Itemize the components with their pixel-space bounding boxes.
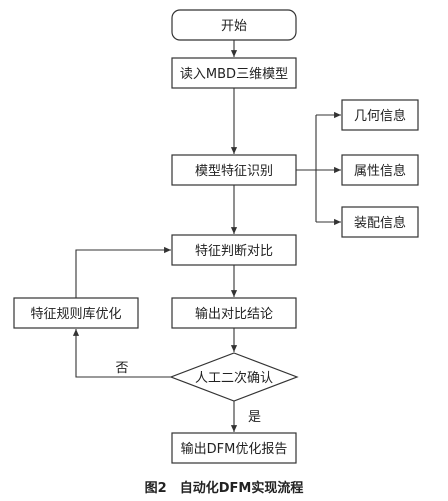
output-report-label: 输出DFM优化报告	[181, 441, 288, 457]
read-mbd-node	[171, 57, 297, 89]
attribute-info-label: 属性信息	[354, 163, 406, 179]
geometry-info-node	[341, 99, 419, 131]
rule-optimize-label: 特征规则库优化	[30, 306, 121, 322]
output-report-node	[171, 432, 297, 464]
attribute-info-node	[341, 154, 419, 186]
figure-caption: 图2 自动化DFM实现流程	[145, 480, 304, 496]
feature-compare-label: 特征判断对比	[195, 244, 273, 259]
feature-recognition-node	[171, 154, 297, 186]
edge-rule-compare	[75, 246, 171, 298]
rule-optimize-node	[13, 297, 139, 329]
assembly-info-node	[341, 206, 419, 238]
manual-confirm-label: 人工二次确认	[195, 370, 273, 386]
no-label: 否	[115, 361, 128, 376]
output-conclusion-node	[171, 297, 297, 329]
geometry-info-label: 几何信息	[354, 108, 406, 124]
read-mbd-label: 读入MBD三维模型	[180, 67, 288, 82]
start-label: 开始	[221, 19, 247, 34]
edge-confirm-no	[72, 329, 171, 378]
yes-label: 是	[248, 410, 261, 425]
feature-recognition-label: 模型特征识别	[195, 164, 273, 179]
assembly-info-label: 装配信息	[354, 215, 406, 231]
output-conclusion-label: 输出对比结论	[195, 306, 273, 322]
